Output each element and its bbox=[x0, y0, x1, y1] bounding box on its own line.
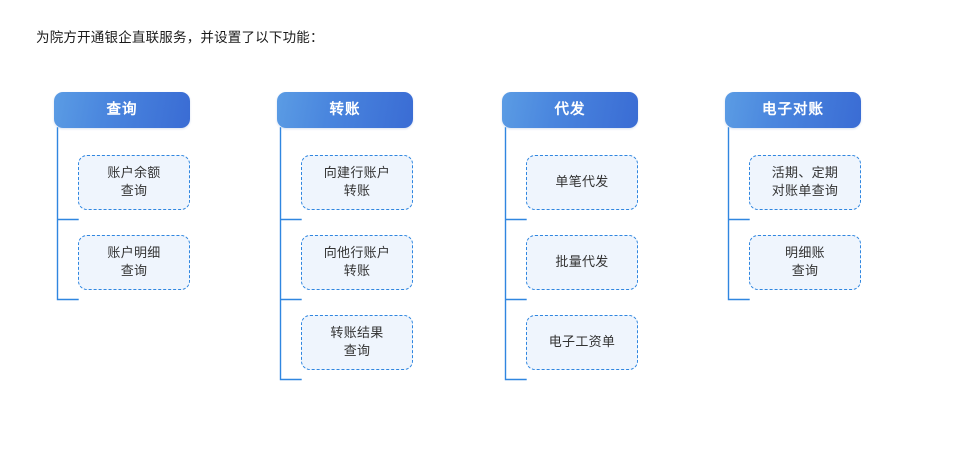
branch-header-label-2: 转账 bbox=[329, 101, 361, 118]
child-node[interactable]: 批量代发 bbox=[526, 235, 638, 290]
child-node[interactable]: 电子工资单 bbox=[526, 315, 638, 370]
child-node[interactable]: 单笔代发 bbox=[526, 155, 638, 210]
branch-header-label-4: 电子对账 bbox=[762, 101, 824, 118]
child-node[interactable]: 向建行账户 转账 bbox=[301, 155, 413, 210]
child-node[interactable]: 账户明细 查询 bbox=[78, 235, 190, 290]
branch-column-3: 代发 单笔代发 批量代发 电子工资单 bbox=[502, 92, 638, 381]
connector-path-2 bbox=[279, 127, 302, 381]
branch-header-3[interactable]: 代发 bbox=[502, 92, 638, 128]
child-node[interactable]: 账户余额 查询 bbox=[78, 155, 190, 210]
connector-path-4 bbox=[727, 127, 750, 301]
branch-column-1: 查询 账户余额 查询 账户明细 查询 bbox=[54, 92, 190, 301]
child-node-label: 活期、定期 对账单查询 bbox=[771, 165, 839, 199]
branch-header-1[interactable]: 查询 bbox=[54, 92, 190, 128]
child-node-label: 账户余额 查询 bbox=[107, 165, 161, 199]
connector-path-1 bbox=[56, 127, 79, 301]
connector-path-3 bbox=[504, 127, 527, 381]
child-node-label: 向他行账户 转账 bbox=[323, 245, 391, 279]
child-node-label: 批量代发 bbox=[555, 254, 609, 270]
child-node[interactable]: 明细账 查询 bbox=[749, 235, 861, 290]
branch-header-2[interactable]: 转账 bbox=[277, 92, 413, 128]
child-node[interactable]: 向他行账户 转账 bbox=[301, 235, 413, 290]
branch-column-4: 电子对账 活期、定期 对账单查询 明细账 查询 bbox=[725, 92, 861, 301]
child-node-label: 电子工资单 bbox=[548, 334, 616, 350]
branch-header-4[interactable]: 电子对账 bbox=[725, 92, 861, 128]
branch-column-2: 转账 向建行账户 转账 向他行账户 转账 转账结果 查询 bbox=[277, 92, 413, 381]
child-node-label: 明细账 查询 bbox=[785, 245, 825, 279]
child-node-label: 账户明细 查询 bbox=[107, 245, 161, 279]
child-node[interactable]: 转账结果 查询 bbox=[301, 315, 413, 370]
branch-header-label-3: 代发 bbox=[554, 101, 586, 118]
child-node-label: 单笔代发 bbox=[555, 174, 609, 190]
child-node-label: 转账结果 查询 bbox=[330, 325, 384, 359]
intro-paragraph: 为院方开通银企直联服务，并设置了以下功能： bbox=[36, 30, 324, 46]
branch-header-label-1: 查询 bbox=[106, 101, 138, 118]
child-node[interactable]: 活期、定期 对账单查询 bbox=[749, 155, 861, 210]
child-node-label: 向建行账户 转账 bbox=[323, 165, 391, 199]
